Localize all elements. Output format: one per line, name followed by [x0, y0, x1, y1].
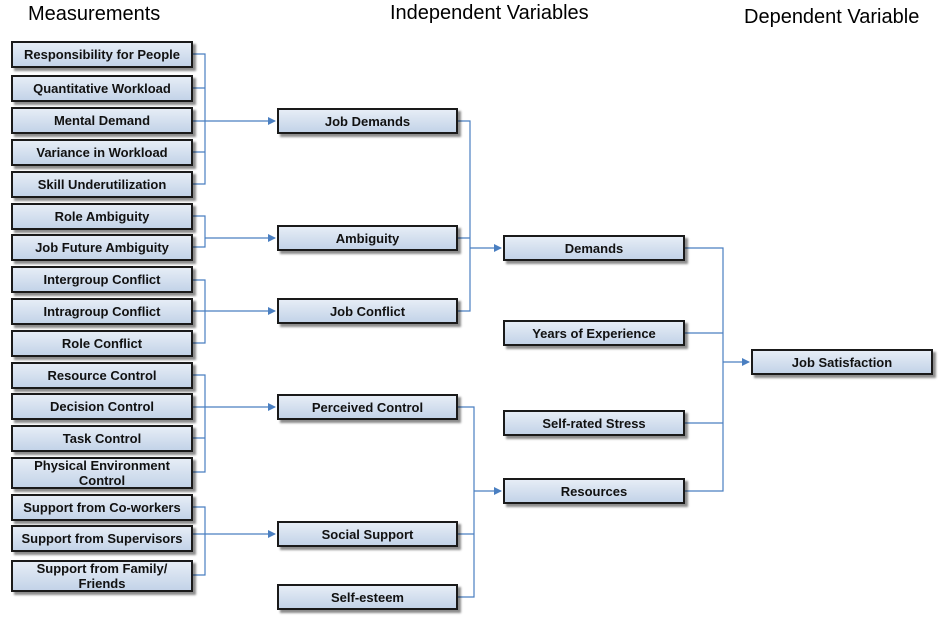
connector-job-satisfaction-group	[685, 247, 724, 492]
independent-variables-heading: Independent Variables	[390, 2, 589, 24]
measure-support-from-family-friends: Support from Family/ Friends	[11, 560, 193, 592]
measure-support-from-coworkers: Support from Co-workers	[11, 494, 193, 521]
measure-intragroup-conflict: Intragroup Conflict	[11, 298, 193, 325]
connector-perceived-control-group	[193, 374, 206, 473]
dependent-job-satisfaction: Job Satisfaction	[751, 349, 933, 375]
measurements-heading: Measurements	[28, 3, 161, 25]
measure-job-future-ambiguity: Job Future Ambiguity	[11, 234, 193, 261]
measure-responsibility-for-people: Responsibility for People	[11, 41, 193, 68]
measure-role-ambiguity: Role Ambiguity	[11, 203, 193, 230]
connector-resources-group	[458, 406, 475, 598]
independent-self-esteem: Self-esteem	[277, 584, 458, 610]
measure-support-from-supervisors: Support from Supervisors	[11, 525, 193, 552]
measure-decision-control: Decision Control	[11, 393, 193, 420]
aggregate-years-of-experience: Years of Experience	[503, 320, 685, 346]
connector-ambiguity-group	[193, 215, 206, 248]
measure-physical-environment-control: Physical Environment Control	[11, 457, 193, 489]
measure-resource-control: Resource Control	[11, 362, 193, 389]
measure-quantitative-workload: Quantitative Workload	[11, 75, 193, 102]
aggregate-demands: Demands	[503, 235, 685, 261]
measure-role-conflict: Role Conflict	[11, 330, 193, 357]
measure-task-control: Task Control	[11, 425, 193, 452]
aggregate-resources: Resources	[503, 478, 685, 504]
independent-social-support: Social Support	[277, 521, 458, 547]
independent-job-conflict: Job Conflict	[277, 298, 458, 324]
measure-skill-underutilization: Skill Underutilization	[11, 171, 193, 198]
independent-ambiguity: Ambiguity	[277, 225, 458, 251]
measure-mental-demand: Mental Demand	[11, 107, 193, 134]
connector-job-demands-group	[193, 53, 206, 185]
connector-social-support-group	[193, 506, 206, 576]
measure-intergroup-conflict: Intergroup Conflict	[11, 266, 193, 293]
connector-demands-group	[458, 120, 471, 312]
dependent-variable-heading: Dependent Variable	[744, 6, 920, 28]
aggregate-self-rated-stress: Self-rated Stress	[503, 410, 685, 436]
measure-variance-in-workload: Variance in Workload	[11, 139, 193, 166]
independent-job-demands: Job Demands	[277, 108, 458, 134]
independent-perceived-control: Perceived Control	[277, 394, 458, 420]
